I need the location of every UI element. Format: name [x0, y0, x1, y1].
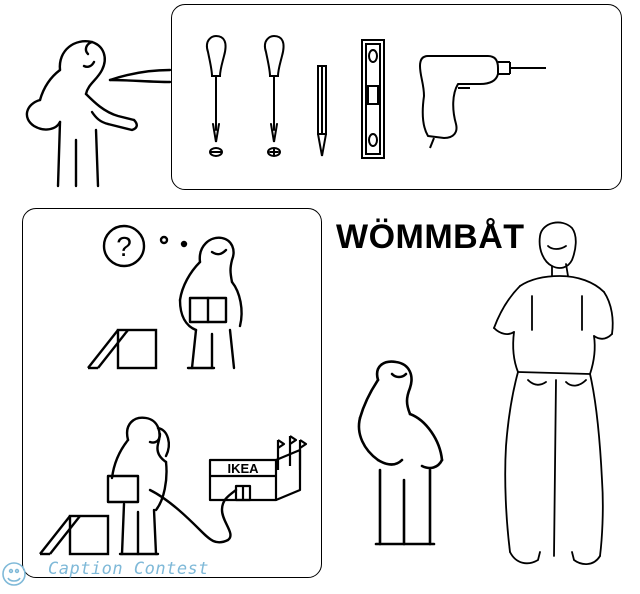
screwdriver-flat-icon [206, 34, 227, 157]
screwdriver-phillips-icon [264, 34, 285, 157]
tools-panel [171, 4, 622, 190]
power-drill-icon [419, 55, 546, 149]
question-bubble-icon [102, 224, 188, 268]
ikea-store-icon [208, 435, 308, 502]
question-mark: ? [116, 231, 132, 262]
watermark-text: Caption Contest [48, 559, 210, 579]
confused-man-icon [178, 236, 243, 370]
store-sign: IKEA [227, 461, 259, 476]
spirit-level-icon [361, 39, 385, 159]
open-box-icon [87, 328, 158, 370]
caption-contest-icon [2, 562, 26, 586]
open-box-icon [39, 514, 110, 556]
phone-man-icon [106, 416, 238, 556]
title: WÖMMBÅT [336, 218, 525, 256]
pencil-icon [317, 65, 327, 157]
